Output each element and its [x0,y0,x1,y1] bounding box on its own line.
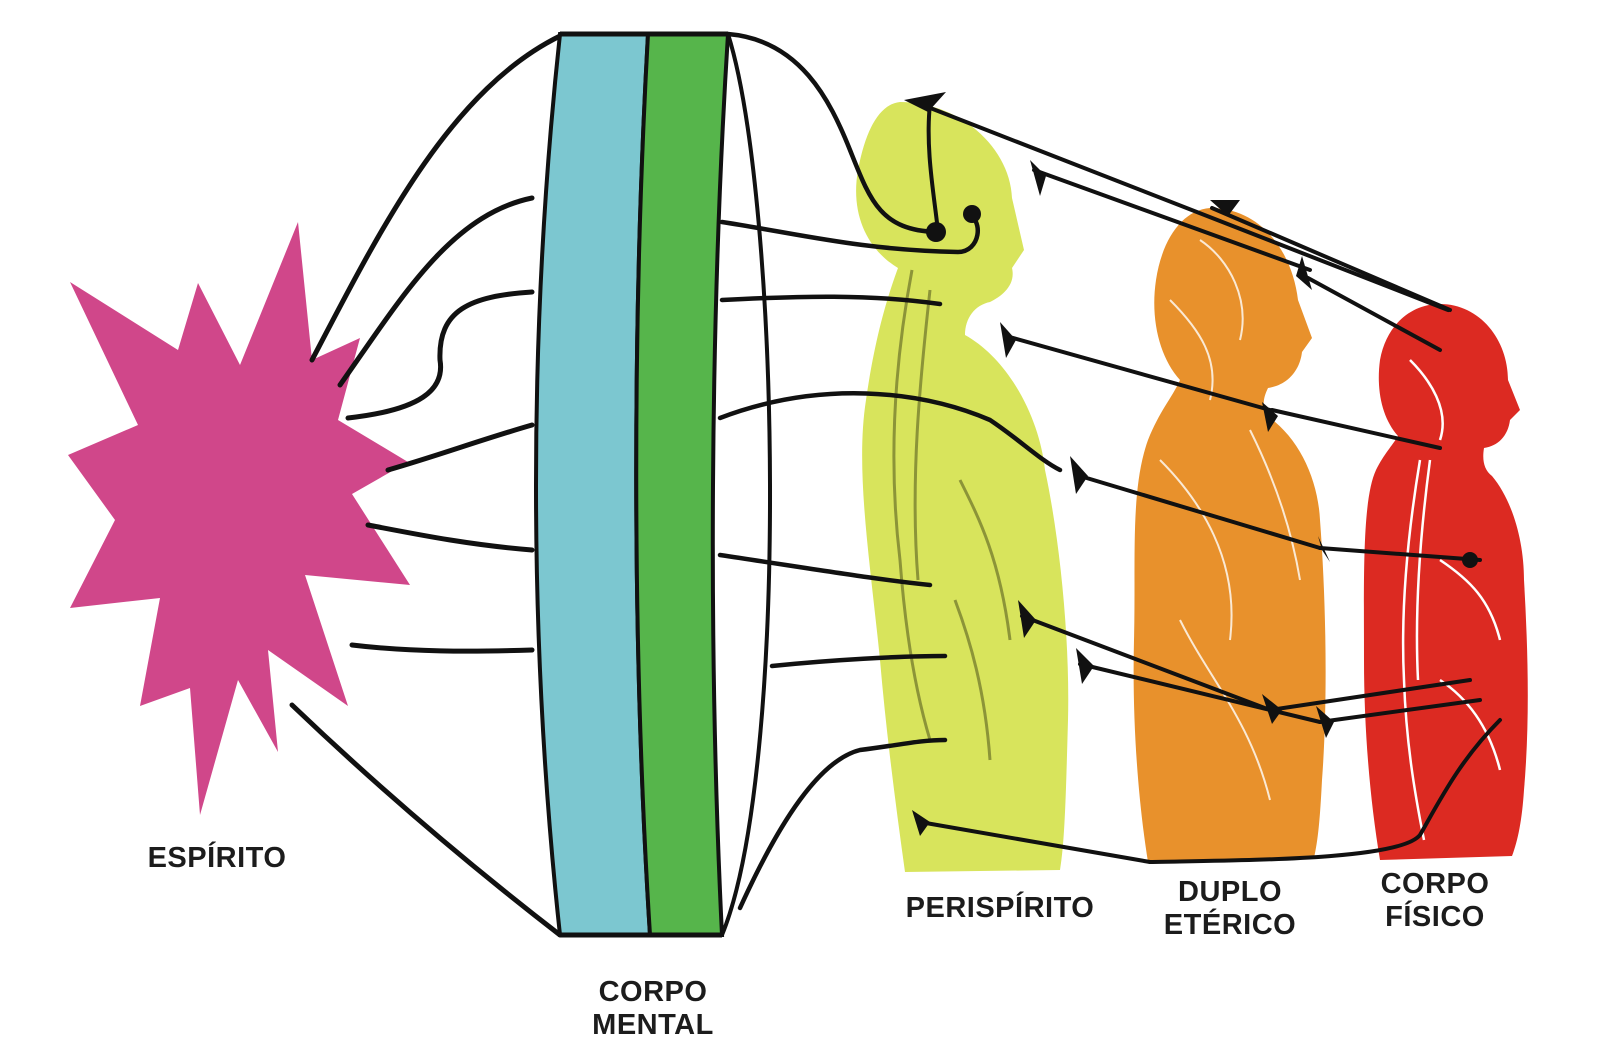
espirito-label: ESPÍRITO [112,842,322,875]
body-connection-lines [918,102,1502,864]
connection-markers [904,92,1478,836]
duplo-eterico-label: DUPLO ETÉRICO [1130,876,1330,942]
duplo-eterico-label-line1: DUPLO [1178,876,1282,908]
espirito-star-icon [68,222,410,815]
duplo-eterico-label-line2: ETÉRICO [1163,909,1297,941]
corpo-fisico-body-icon [1363,304,1528,860]
corpo-mental-label-line2: MENTAL [592,1009,714,1041]
corpo-mental-label: CORPO MENTAL [548,976,758,1042]
perispirito-body-icon [856,102,1069,872]
corpo-fisico-label-line1: CORPO [1380,868,1490,900]
espirito-label-text: ESPÍRITO [147,842,287,874]
mental-to-perispirito-lines [717,31,1063,911]
espirito-to-mental-lines [289,33,563,938]
corpo-mental-lens-icon [534,31,773,938]
corpo-fisico-label-line2: FÍSICO [1385,901,1485,933]
corpo-fisico-label: CORPO FÍSICO [1350,868,1520,934]
corpo-mental-label-line1: CORPO [598,976,708,1008]
perispirito-label: PERISPÍRITO [880,892,1120,925]
duplo-eterico-body-icon [1133,208,1326,862]
perispirito-label-text: PERISPÍRITO [905,892,1095,924]
